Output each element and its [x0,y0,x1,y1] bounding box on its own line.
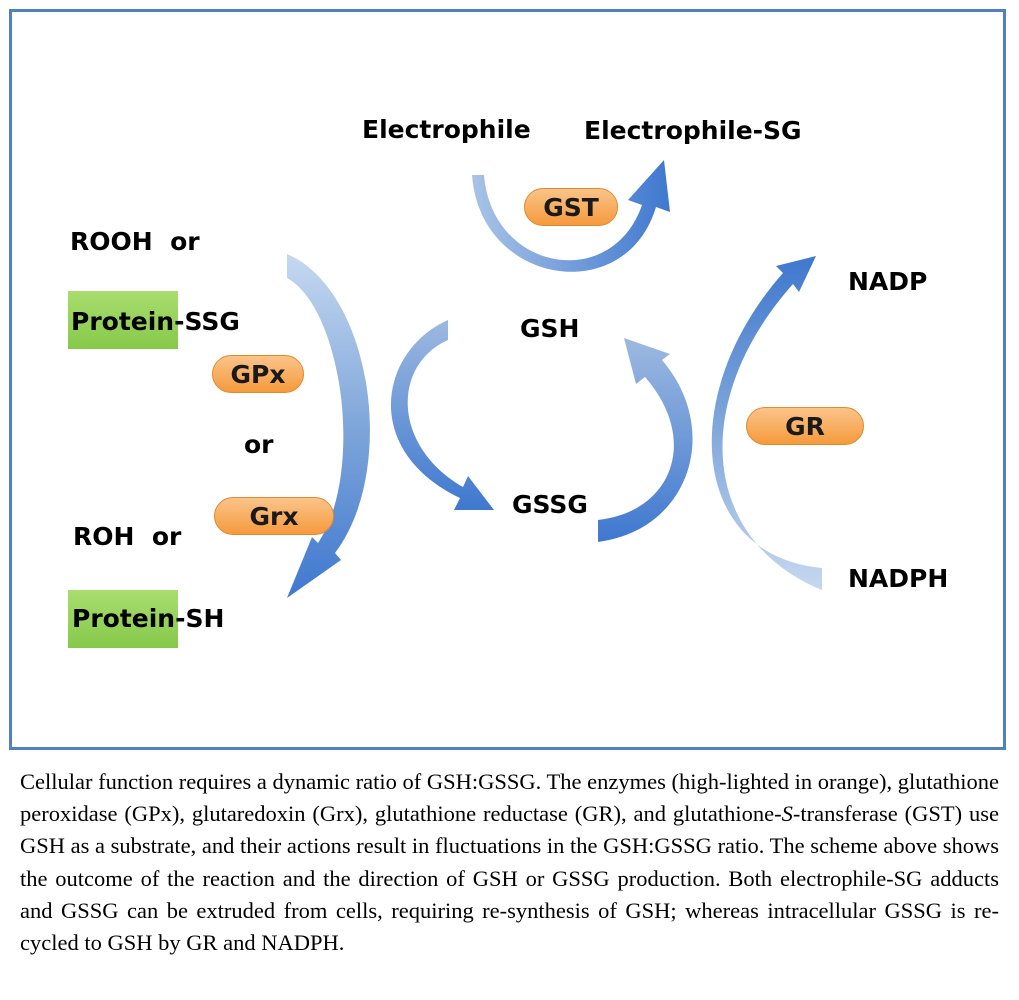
gpx-enzyme-pill: GPx [212,355,304,393]
grx-enzyme-pill: Grx [214,497,334,535]
left-reduction-arrow [287,254,370,598]
figure-caption: Cellular function requires a dynamic rat… [20,766,999,959]
roh-or-label: ROH or [73,522,182,551]
protein-ssg-label: Protein-SSG [71,309,240,334]
protein-sh-protein-text: Protein [72,604,176,633]
or-label: or [244,430,274,459]
nadph-label: NADPH [848,564,949,593]
protein-ssg-suffix-text: -SSG [174,307,240,336]
gst-enzyme-pill: GST [524,188,618,226]
protein-ssg-highlight [68,291,178,349]
gssg-label: GSSG [512,490,588,519]
protein-sh-highlight [68,590,178,648]
gst-arrow [472,160,670,272]
caption-italic-s: S [781,801,793,827]
electrophile-sg-label: Electrophile-SG [584,116,802,145]
arrows-layer [287,160,822,598]
gsh-to-gssg-arrow [390,320,494,510]
gsh-label: GSH [520,314,580,343]
nadph-to-nadp-arrow [711,256,822,590]
gr-enzyme-pill: GR [746,407,864,445]
electrophile-label: Electrophile [362,115,531,144]
caption-text-part1: Cellular function requires a dynamic rat… [20,769,999,827]
rooh-or-label: ROOH or [70,227,200,256]
protein-sh-label: Protein-SH [72,606,224,631]
protein-sh-suffix-text: -SH [175,604,225,633]
nadp-label: NADP [848,267,928,296]
caption-text-part2: -transferase (GST) use GSH as a substrat… [20,801,999,956]
protein-ssg-protein-text: Protein [71,307,175,336]
caption-paragraph: Cellular function requires a dynamic rat… [20,766,999,959]
gssg-to-gsh-arrow [598,338,693,542]
